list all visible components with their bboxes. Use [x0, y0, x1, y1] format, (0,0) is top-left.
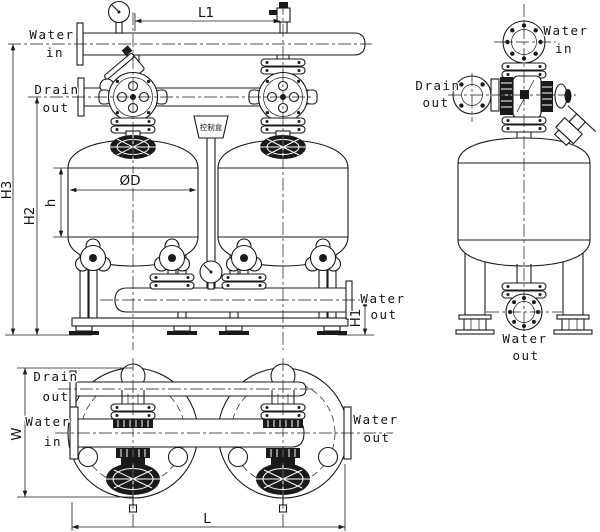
tank1-bottom-flange-pair [149, 273, 195, 290]
side-drain-out-line1: Drain [415, 78, 460, 93]
dim-w: W [8, 367, 133, 498]
dim-w-label: W [9, 427, 25, 440]
side-control-valve [490, 75, 572, 119]
dim-l: L [71, 464, 346, 531]
front-view: 控制盒 [0, 0, 405, 350]
front-centerlines [8, 2, 372, 350]
side-centerlines [448, 4, 576, 334]
side-legs [464, 249, 584, 316]
side-foot-right [553, 314, 593, 335]
dim-diameter: ØD [69, 172, 196, 193]
side-drain-out-line2: out [422, 95, 449, 110]
foot-1 [68, 325, 100, 336]
dim-l1: L1 [134, 4, 280, 31]
side-foot-left [455, 314, 495, 335]
top-water-out-line1: Water [353, 412, 398, 427]
side-water-in-line2: in [555, 41, 573, 56]
dim-h-label: h [43, 199, 59, 208]
dim-dia-label: ØD [119, 173, 140, 189]
side-water-out-line2: out [512, 348, 539, 363]
relief-valve [269, 2, 291, 34]
front-water-out-line1: Water [360, 291, 405, 306]
dim-h1: H1 [347, 300, 368, 335]
foot-2 [166, 325, 198, 336]
base-frame [68, 317, 349, 336]
top-view: W L Drain out Water in Water out [8, 358, 398, 531]
top-drain-out-line2: out [42, 389, 69, 404]
pressure-gauge-top [107, 0, 131, 34]
foot-3 [218, 325, 250, 336]
top-water-in-line2: in [44, 434, 62, 449]
front-drain-out-line1: Drain [34, 82, 79, 97]
front-water-in-line1: Water [29, 27, 74, 42]
front-water-in-line2: in [46, 45, 64, 60]
top-centerlines [55, 358, 393, 512]
control-box: 控制盒 [193, 115, 229, 288]
dim-h2-label: H2 [22, 207, 38, 226]
top-water-in-line1: Water [25, 414, 70, 429]
top-drain-out-line1: Drain [33, 369, 78, 384]
tank2-bottom-flange-pair [221, 273, 267, 290]
side-view: Water in Drain out Water out [414, 4, 597, 364]
dim-l-label: L [203, 511, 211, 527]
dim-l1-label: L1 [198, 5, 214, 21]
side-angle-valve [553, 105, 597, 147]
top-water-out-line2: out [363, 430, 390, 445]
control-box-label: 控制盒 [200, 122, 223, 132]
dim-h1-label: H1 [348, 309, 364, 328]
bottom-manifold-pipe [114, 287, 349, 313]
front-water-out-line2: out [370, 307, 397, 322]
pressure-gauge-bottom [199, 260, 223, 290]
side-water-in-line1: Water [543, 23, 588, 38]
dim-h3-label: H3 [0, 181, 15, 200]
foot-4 [316, 325, 348, 336]
dim-h3: H3 [0, 44, 16, 335]
side-outlet [516, 264, 532, 284]
side-water-out-line1: Water [502, 331, 547, 346]
dim-h: h [42, 167, 70, 238]
front-drain-out-line2: out [42, 100, 69, 115]
dim-h2: H2 [21, 96, 39, 335]
